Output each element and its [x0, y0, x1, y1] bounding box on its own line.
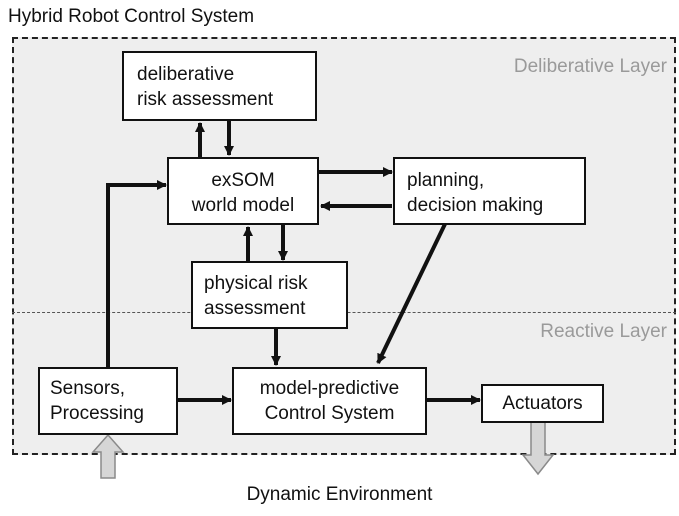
box-line: physical risk: [204, 273, 308, 294]
box-line: Processing: [50, 403, 144, 424]
planning-decision-making-box: planning, decision making: [393, 157, 586, 225]
box-line: exSOM: [211, 170, 275, 191]
sensors-processing-box: Sensors, Processing: [38, 367, 178, 435]
environment-output-arrow: [521, 420, 555, 476]
physical-risk-assessment-box: physical risk assessment: [191, 261, 348, 329]
box-line: world model: [191, 195, 295, 216]
exsom-world-model-box: exSOM world model: [167, 157, 319, 225]
box-line: Actuators: [502, 393, 583, 414]
box-line: planning,: [407, 170, 485, 191]
box-line: model-predictive: [259, 378, 400, 399]
box-line: assessment: [204, 298, 306, 319]
arrow-planning-to-control: [376, 223, 447, 364]
dynamic-environment-label: Dynamic Environment: [246, 484, 433, 505]
arrow-sensors-to-exsom: [106, 180, 167, 367]
box-line: Control System: [264, 403, 395, 424]
diagram-title: Hybrid Robot Control System: [8, 6, 255, 27]
box-line: decision making: [407, 195, 544, 216]
box-line: risk assessment: [137, 89, 274, 110]
actuators-box: Actuators: [481, 384, 604, 423]
deliberative-risk-assessment-box: deliberative risk assessment: [122, 51, 317, 121]
deliberative-layer-label: Deliberative Layer: [513, 56, 667, 77]
reactive-layer-label: Reactive Layer: [540, 321, 667, 342]
environment-input-arrow: [91, 433, 125, 479]
box-line: deliberative: [137, 64, 235, 85]
model-predictive-control-box: model-predictive Control System: [232, 367, 427, 435]
box-line: Sensors,: [50, 378, 125, 399]
